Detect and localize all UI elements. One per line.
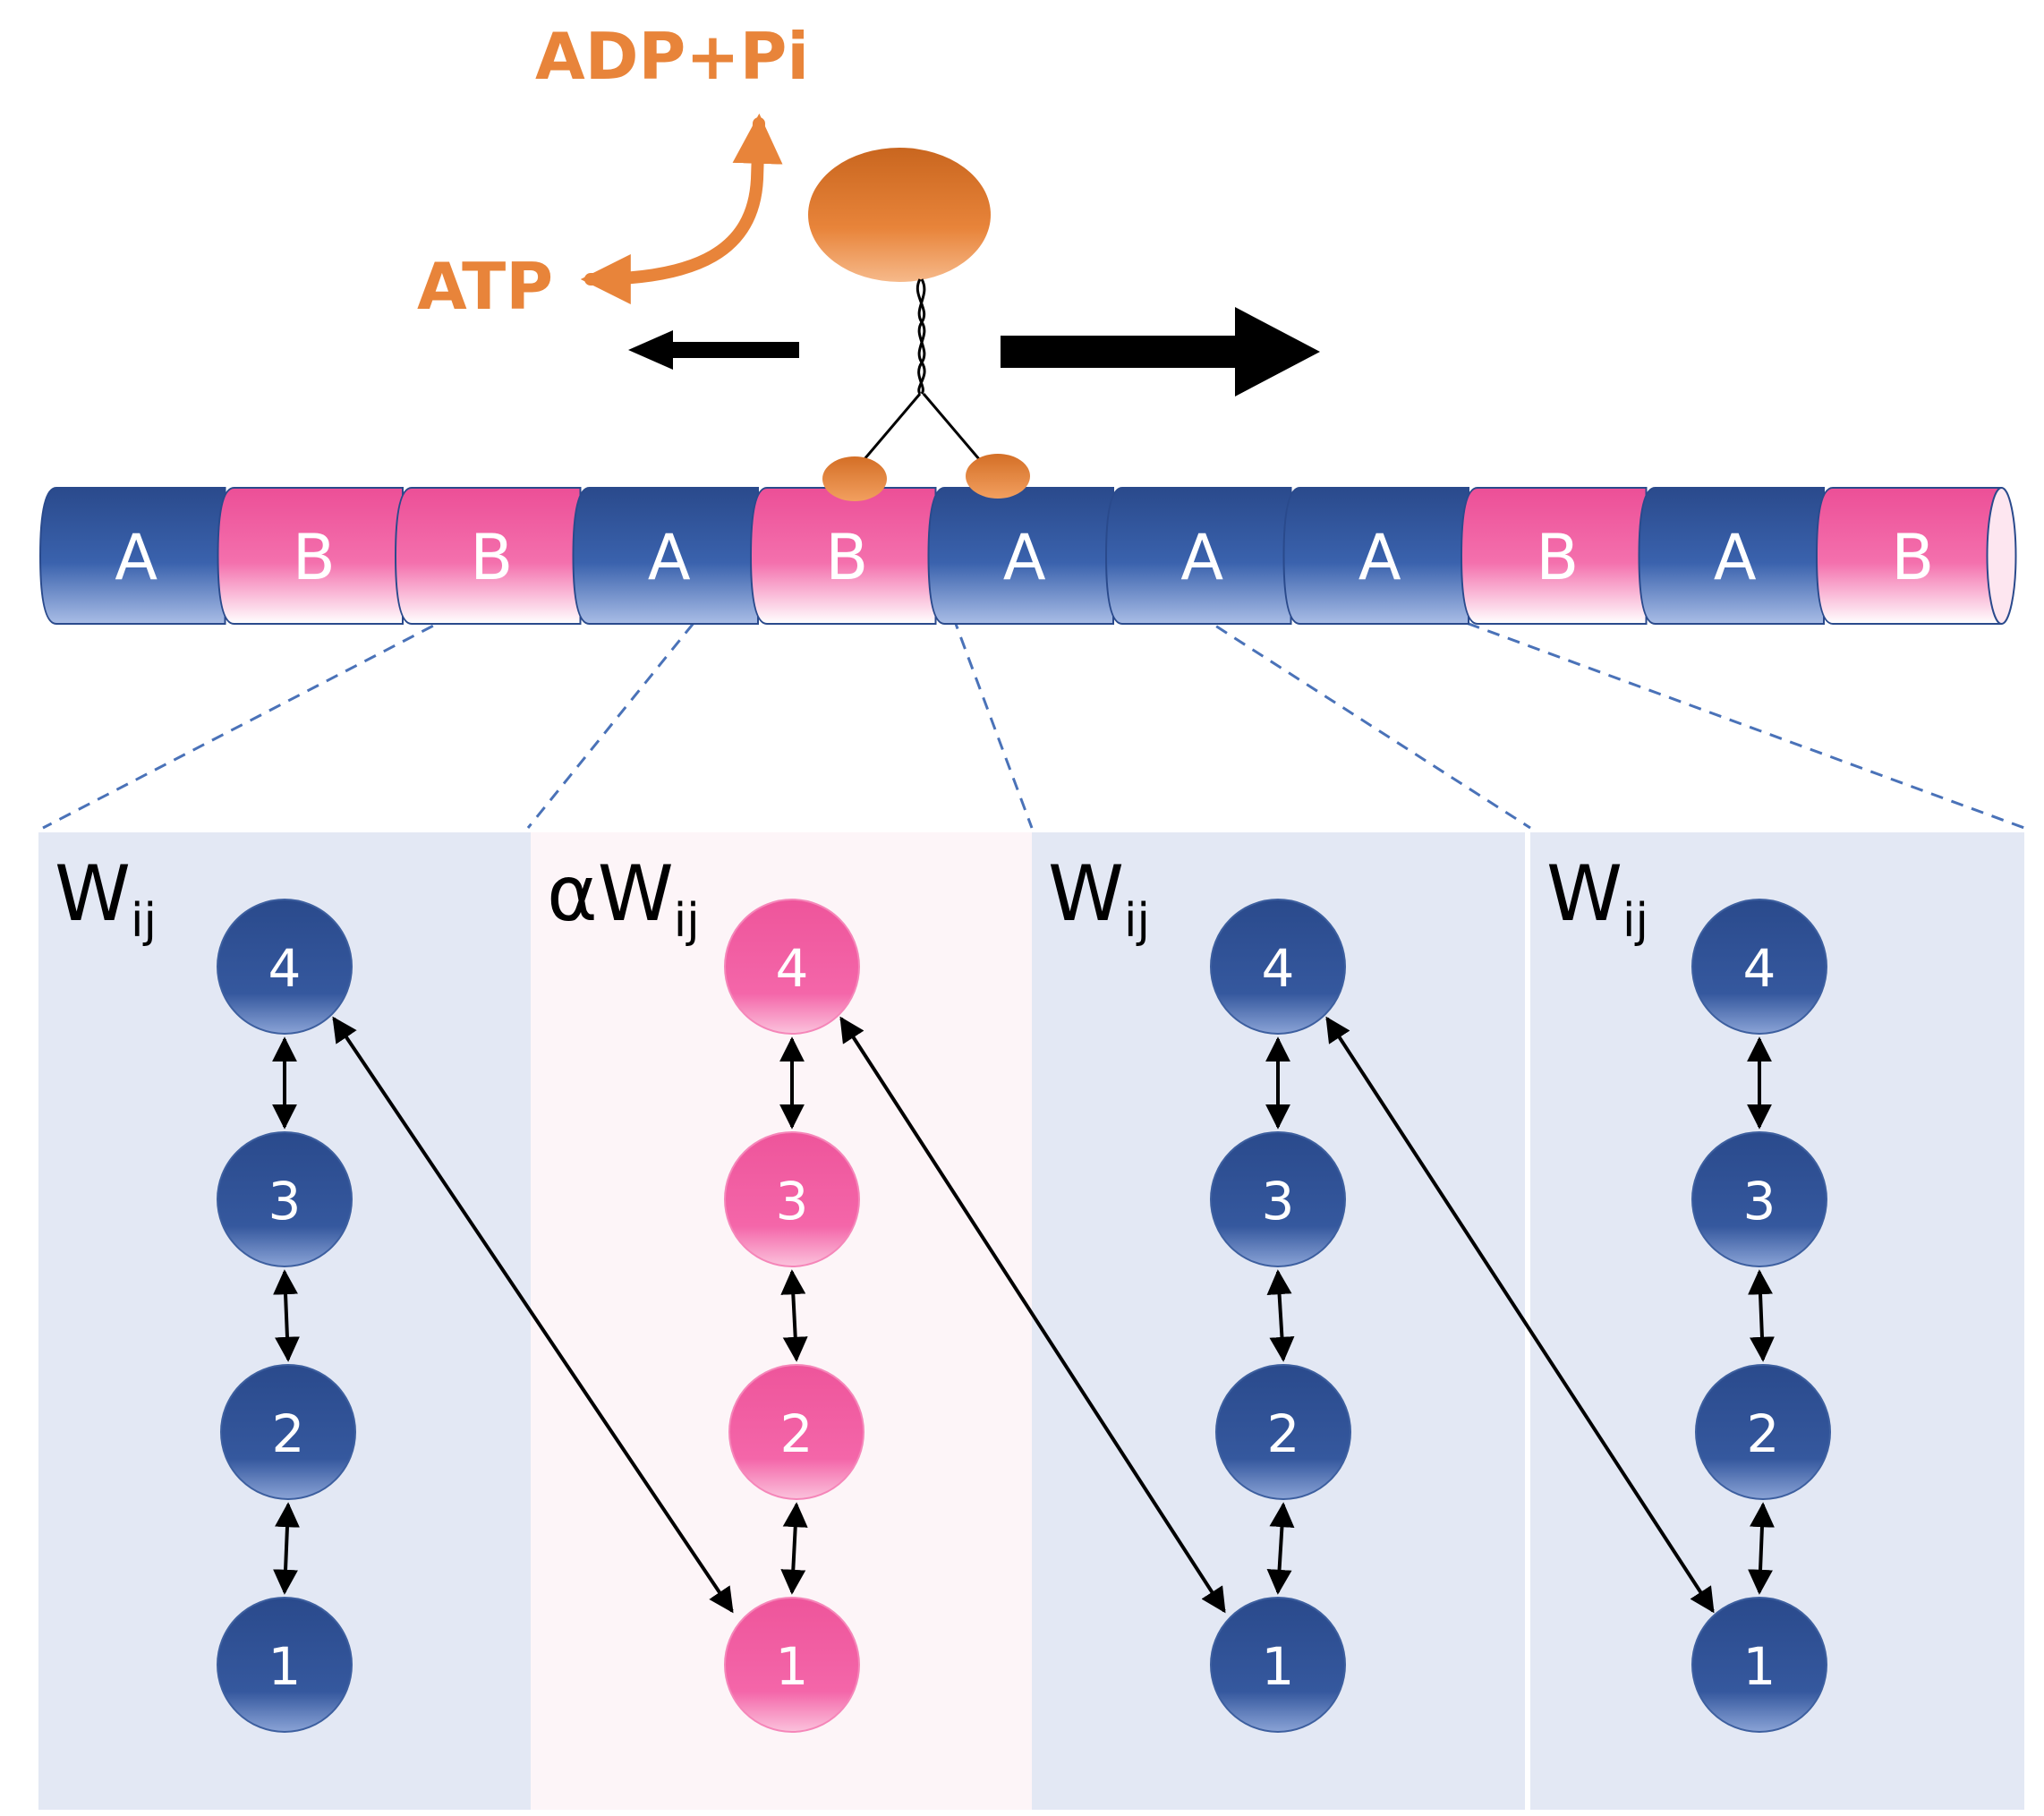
transition-arrow bbox=[780, 1269, 808, 1362]
state-node-label: 2 bbox=[272, 1403, 305, 1464]
motor-leg-left bbox=[857, 393, 922, 466]
track-segment-label: A bbox=[1003, 521, 1046, 594]
state-node-label: 1 bbox=[1262, 1636, 1295, 1697]
track-segment-b bbox=[1460, 487, 1648, 625]
rate-label: Wij bbox=[1546, 849, 1648, 948]
zoom-dashed-line bbox=[526, 556, 749, 829]
track-segment-a bbox=[1104, 487, 1292, 625]
track-segment-a bbox=[1282, 487, 1469, 625]
track-segment-b bbox=[394, 487, 582, 625]
motor-foot-right bbox=[966, 454, 1030, 499]
rate-label: αWij bbox=[547, 849, 700, 948]
motor-leg-right bbox=[922, 393, 986, 466]
motor-head bbox=[808, 148, 991, 282]
track-segment-label: A bbox=[1714, 521, 1757, 594]
atp-label: ATP bbox=[417, 249, 553, 324]
rate-subscript: ij bbox=[1622, 894, 1648, 948]
state-node bbox=[220, 1364, 356, 1500]
state-node-label: 4 bbox=[1743, 938, 1776, 999]
track-segment-label: A bbox=[1180, 521, 1223, 594]
state-node bbox=[217, 1597, 353, 1733]
transition-arrow bbox=[273, 1502, 300, 1595]
track-segment-label: A bbox=[648, 521, 691, 594]
state-node bbox=[1210, 1597, 1346, 1733]
rate-subscript: ij bbox=[1124, 894, 1150, 948]
track-segment-b bbox=[749, 487, 937, 625]
fuel-cycle-arrow bbox=[580, 113, 783, 304]
rate-symbol: W bbox=[1048, 849, 1124, 939]
track-segment-label: A bbox=[115, 521, 158, 594]
transition-arrow bbox=[1266, 1269, 1295, 1362]
track-segment-b bbox=[217, 487, 404, 625]
state-node-label: 2 bbox=[1267, 1403, 1300, 1464]
state-node-label: 3 bbox=[268, 1171, 302, 1232]
state-node-label: 2 bbox=[1747, 1403, 1780, 1464]
track-segment-label: A bbox=[1358, 521, 1401, 594]
state-node-label: 1 bbox=[776, 1636, 809, 1697]
backward-arrow bbox=[628, 330, 799, 370]
rate-label: Wij bbox=[55, 849, 157, 948]
zoom-dashed-line bbox=[1107, 555, 1531, 830]
state-node-label: 3 bbox=[1262, 1171, 1295, 1232]
forward-arrow bbox=[1001, 307, 1320, 396]
rate-subscript: ij bbox=[674, 894, 700, 948]
step-transition-arrow bbox=[332, 1016, 734, 1614]
state-node-label: 3 bbox=[776, 1171, 809, 1232]
rate-symbol: W bbox=[598, 849, 674, 939]
rate-subscript: ij bbox=[131, 894, 157, 948]
step-transition-arrow bbox=[1325, 1016, 1715, 1614]
molecular-motor: ADP+Pi ATP bbox=[417, 19, 1320, 501]
motor-stalk-strand bbox=[916, 278, 926, 395]
rate-label: Wij bbox=[1048, 849, 1150, 948]
transition-arrow bbox=[273, 1269, 300, 1362]
rate-prefix: α bbox=[547, 849, 598, 939]
track-segment-a bbox=[38, 487, 226, 625]
rate-symbol: W bbox=[1546, 849, 1622, 939]
state-node-label: 3 bbox=[1743, 1171, 1776, 1232]
state-node bbox=[217, 899, 353, 1035]
state-node bbox=[1691, 899, 1827, 1035]
state-node bbox=[728, 1364, 864, 1500]
track-segment-label: B bbox=[1891, 521, 1934, 594]
rate-symbol: W bbox=[55, 849, 131, 939]
track-segment-a bbox=[1638, 487, 1825, 625]
track-segment-label: B bbox=[1536, 521, 1579, 594]
state-node bbox=[1210, 1131, 1346, 1267]
state-node bbox=[1210, 899, 1346, 1035]
track-segment-a bbox=[927, 487, 1114, 625]
state-node bbox=[724, 1597, 860, 1733]
track-end-cap bbox=[1986, 487, 2017, 625]
transition-arrow bbox=[1266, 1502, 1295, 1595]
state-node bbox=[1215, 1364, 1351, 1500]
state-node-label: 1 bbox=[268, 1636, 302, 1697]
track-segment-label: B bbox=[293, 521, 336, 594]
track-segment-b bbox=[1815, 487, 2003, 625]
adp-pi-label: ADP+Pi bbox=[535, 19, 809, 94]
track-segment-label: B bbox=[825, 521, 868, 594]
transition-arrow bbox=[1748, 1502, 1775, 1595]
state-node bbox=[724, 899, 860, 1035]
state-node bbox=[1691, 1131, 1827, 1267]
state-node-label: 4 bbox=[776, 938, 809, 999]
state-node bbox=[724, 1131, 860, 1267]
state-node-label: 4 bbox=[1262, 938, 1295, 999]
state-node bbox=[217, 1131, 353, 1267]
state-node-label: 2 bbox=[780, 1403, 813, 1464]
step-transition-arrow bbox=[839, 1016, 1226, 1614]
track-segment-a bbox=[572, 487, 759, 625]
transition-arrow bbox=[780, 1502, 808, 1595]
state-node-label: 4 bbox=[268, 938, 302, 999]
state-node-label: 1 bbox=[1743, 1636, 1776, 1697]
state-node bbox=[1695, 1364, 1831, 1500]
transition-arrow bbox=[1748, 1269, 1775, 1362]
state-node bbox=[1691, 1597, 1827, 1733]
motor-foot-left bbox=[822, 456, 887, 501]
track-segment-label: B bbox=[470, 521, 513, 594]
